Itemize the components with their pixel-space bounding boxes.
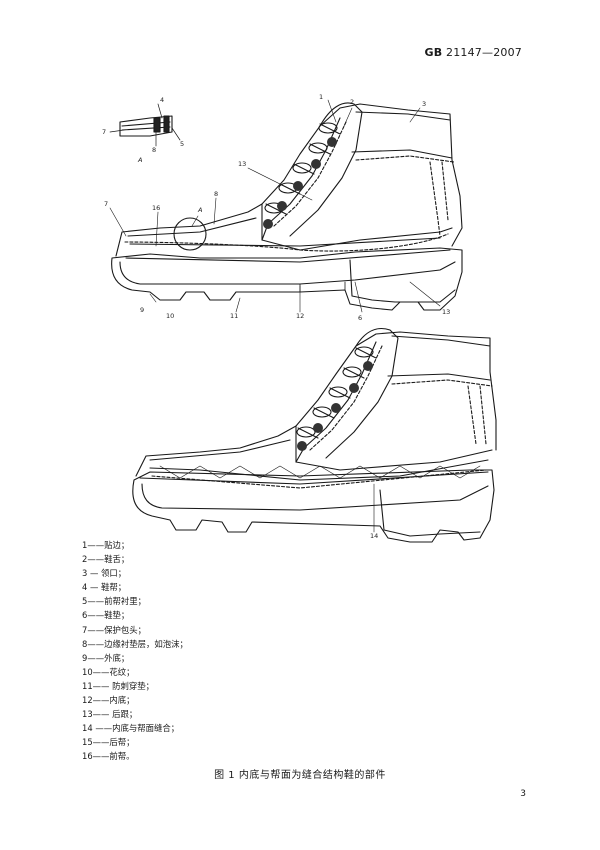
legend-item-7: 7——保护包头； xyxy=(82,624,146,635)
callout-a: A xyxy=(197,206,202,214)
legend-item-8: 8——边缘衬垫层，如泡沫； xyxy=(82,638,188,649)
standard-prefix: GB xyxy=(424,46,443,59)
legend-item-16: 16——前帮。 xyxy=(82,751,135,762)
callout-12: 12 xyxy=(296,312,304,320)
legend-item-2: 2——鞋舌； xyxy=(82,554,130,565)
callout-10: 10 xyxy=(166,312,174,320)
legend-item-5: 5——前帮衬里； xyxy=(82,596,146,607)
legend-item-13: 13—— 后跟； xyxy=(82,709,138,720)
callout-13a: 13 xyxy=(238,160,246,168)
standard-number: 21147—2007 xyxy=(446,46,522,59)
callout-16: 16 xyxy=(152,204,160,212)
callout-8: 8 xyxy=(214,190,218,198)
legend-item-6: 6——鞋垫； xyxy=(82,610,130,621)
legend-item-10: 10——花纹； xyxy=(82,666,135,677)
callout-11: 11 xyxy=(230,312,238,320)
callout-3: 3 xyxy=(422,100,426,108)
callout-14: 14 xyxy=(370,532,378,540)
callout-7: 7 xyxy=(104,200,108,208)
figure-caption: 图 1 内底与帮面为缝合结构鞋的部件 xyxy=(214,770,386,781)
callout-2: 2 xyxy=(350,98,354,106)
callout-6: 6 xyxy=(358,314,362,322)
callout-7a: 7 xyxy=(102,128,106,136)
legend-item-15: 15——后帮； xyxy=(82,737,135,748)
callout-8a: 8 xyxy=(152,146,156,154)
legend-item-11: 11—— 防刺穿垫； xyxy=(82,680,154,691)
legend-item-3: 3 — 领口； xyxy=(82,568,127,579)
legend-item-4: 4 — 鞋帮； xyxy=(82,582,127,593)
callout-1: 1 xyxy=(319,93,323,101)
callout-4: 4 xyxy=(160,96,164,104)
legend-item-12: 12——内底； xyxy=(82,695,135,706)
legend-item-9: 9——外底； xyxy=(82,652,130,663)
boot-top-drawing xyxy=(109,99,463,313)
legend-item-14: 14 ——内底与帮面缝合； xyxy=(82,723,180,734)
boot-bottom-drawing xyxy=(132,328,497,543)
callout-a-inset: A xyxy=(137,156,142,164)
page-number: 3 xyxy=(520,789,526,799)
detail-inset-a xyxy=(109,103,181,147)
legend-item-1: 1——贴边； xyxy=(82,540,130,550)
callout-13: 13 xyxy=(442,308,450,316)
standard-header: GB 21147—2007 xyxy=(424,46,522,59)
callout-5: 5 xyxy=(180,140,184,148)
parts-legend: 1——贴边； 2——鞋舌； 3 — 领口； 4 — 鞋帮； 5——前帮衬里； 6… xyxy=(82,538,188,764)
callout-9: 9 xyxy=(140,306,144,314)
boot-figure: 1 2 3 4 5 6 7 7 8 8 9 10 11 12 13 13 14 … xyxy=(102,93,497,543)
